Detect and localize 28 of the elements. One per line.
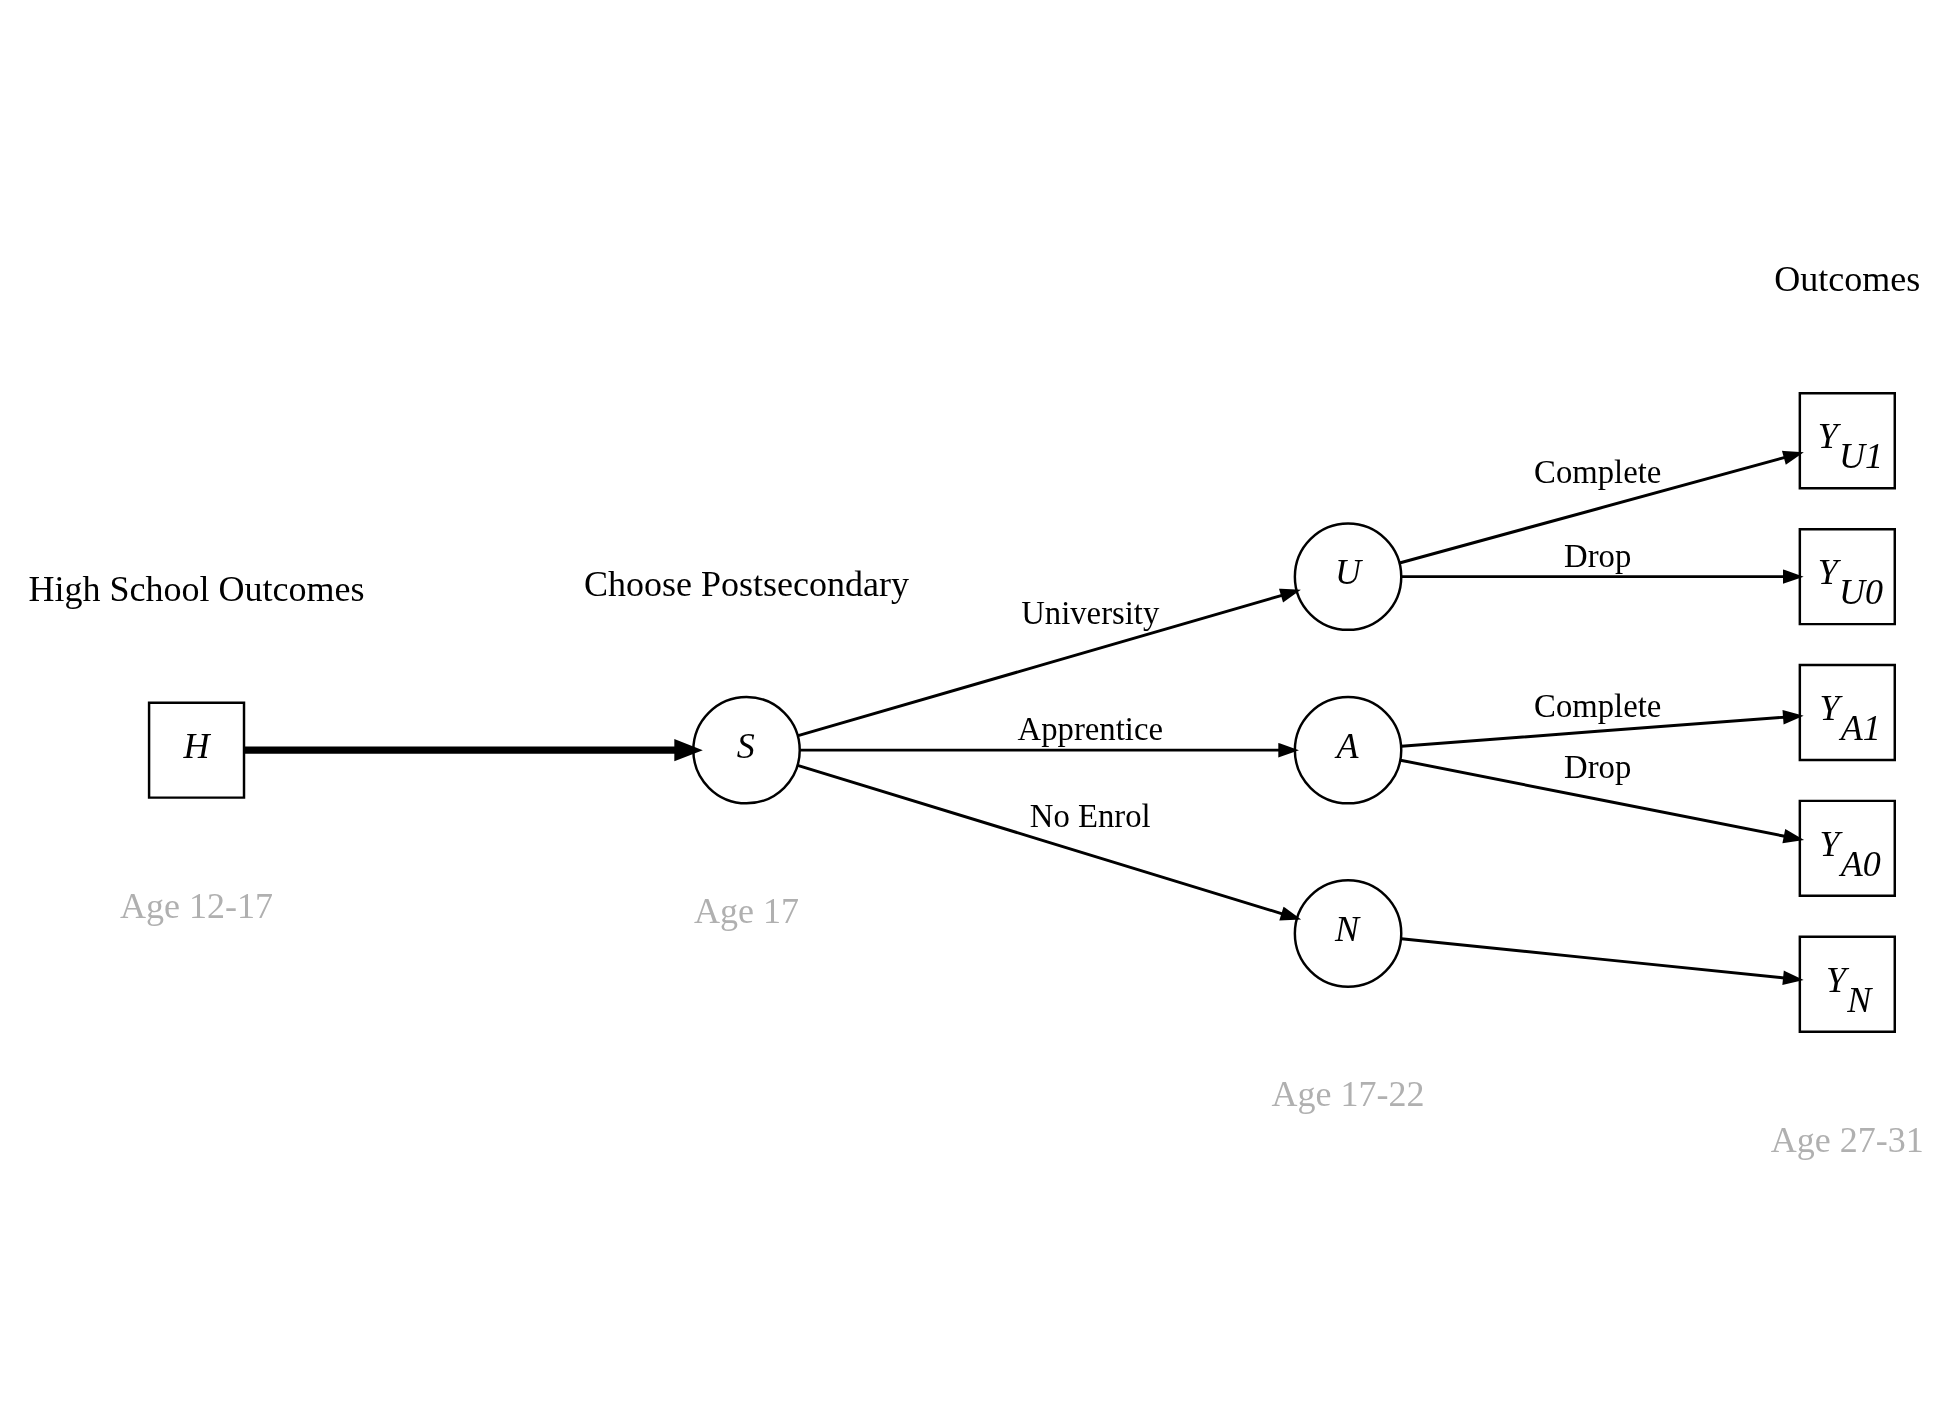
label: Choose Postsecondary [584,563,910,604]
arrow [797,763,1302,921]
label: Age 12-17 [120,886,274,927]
label: High School Outcomes [28,568,365,609]
arrow [244,738,703,762]
arrow [1401,710,1804,748]
node-circle: U [1293,522,1403,632]
edge-label: University [1021,595,1160,632]
edge-label: Apprentice [1017,711,1163,748]
edge-label: Drop [1564,537,1632,574]
edge-label: No Enrol [1029,798,1151,835]
arrow [797,588,1301,738]
node-circle: A [1293,695,1403,805]
label: Outcomes [1774,259,1921,300]
arrow [1399,450,1804,565]
node-circle: S [692,695,801,805]
arrow [1401,569,1804,584]
label: Age 17-22 [1271,1074,1425,1115]
edge-label: Complete [1534,688,1662,725]
arrow [800,742,1299,758]
edge-label: Complete [1534,454,1662,491]
label: Age 27-31 [1770,1120,1924,1161]
arrow [1401,937,1804,985]
label: Age 17 [694,891,800,931]
node-box: H [147,701,246,799]
node-circle: N [1293,879,1403,988]
arrow [1400,758,1805,844]
edge-label: Drop [1564,748,1632,785]
